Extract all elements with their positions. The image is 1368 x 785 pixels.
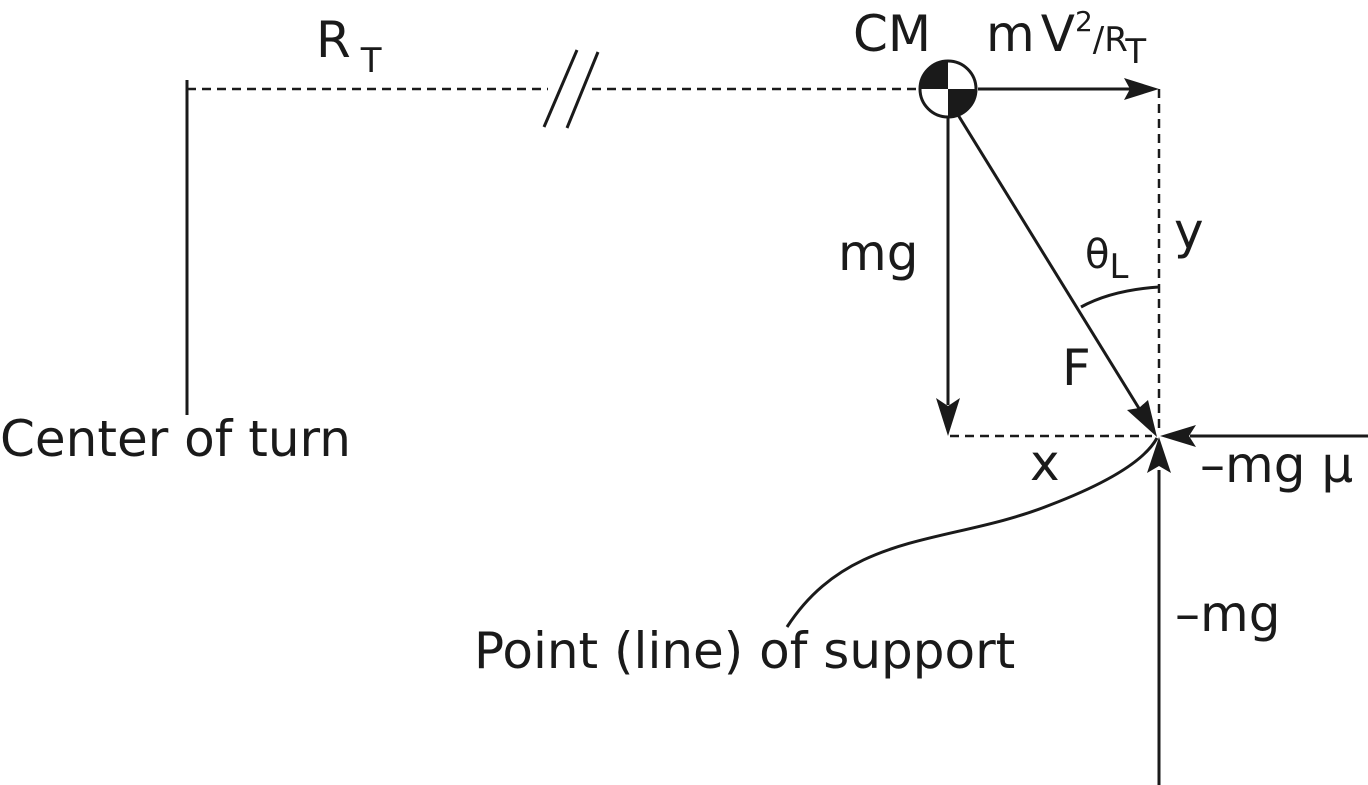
friction-label: –mg μ — [1200, 436, 1353, 494]
weight-label: mg — [838, 224, 918, 282]
ground-reaction-label: –mg — [1175, 585, 1280, 643]
lean-angle-label: θL — [1085, 232, 1128, 287]
radius-break-mark — [542, 49, 600, 129]
x-label: x — [1030, 434, 1060, 492]
cm-label: CM — [853, 5, 931, 63]
y-label: y — [1174, 202, 1204, 260]
centrifugal-force-arrow — [978, 78, 1159, 100]
center-of-turn-label: Center of turn — [0, 410, 351, 468]
support-point-label: Point (line) of support — [474, 622, 1015, 680]
center-of-mass-icon — [918, 59, 978, 119]
resultant-force-arrow — [953, 109, 1157, 437]
ground-reaction-arrow — [1147, 437, 1171, 785]
support-leader-curve — [785, 437, 1159, 628]
force-label: F — [1062, 339, 1091, 397]
weight-arrow — [936, 118, 960, 436]
friction-arrow — [1160, 425, 1368, 447]
lean-angle-arc — [1080, 285, 1160, 309]
